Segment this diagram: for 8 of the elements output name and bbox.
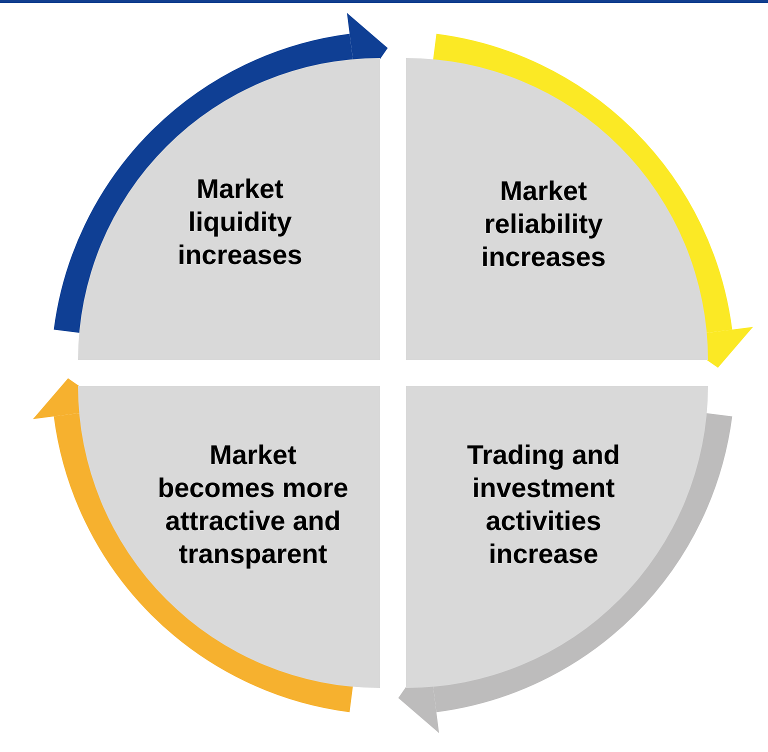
quadrant-label: Market reliability increases	[480, 175, 607, 274]
curved-arrow	[54, 13, 388, 336]
quadrant-label: Market liquidity increases	[176, 173, 304, 272]
curved-arrow	[398, 410, 732, 733]
curved-arrow	[430, 34, 753, 368]
quadrant-label: Market becomes more attractive and transparent	[156, 439, 350, 571]
curved-arrow	[33, 378, 356, 712]
quadrant-label: Trading and investment activities increase	[466, 439, 621, 571]
